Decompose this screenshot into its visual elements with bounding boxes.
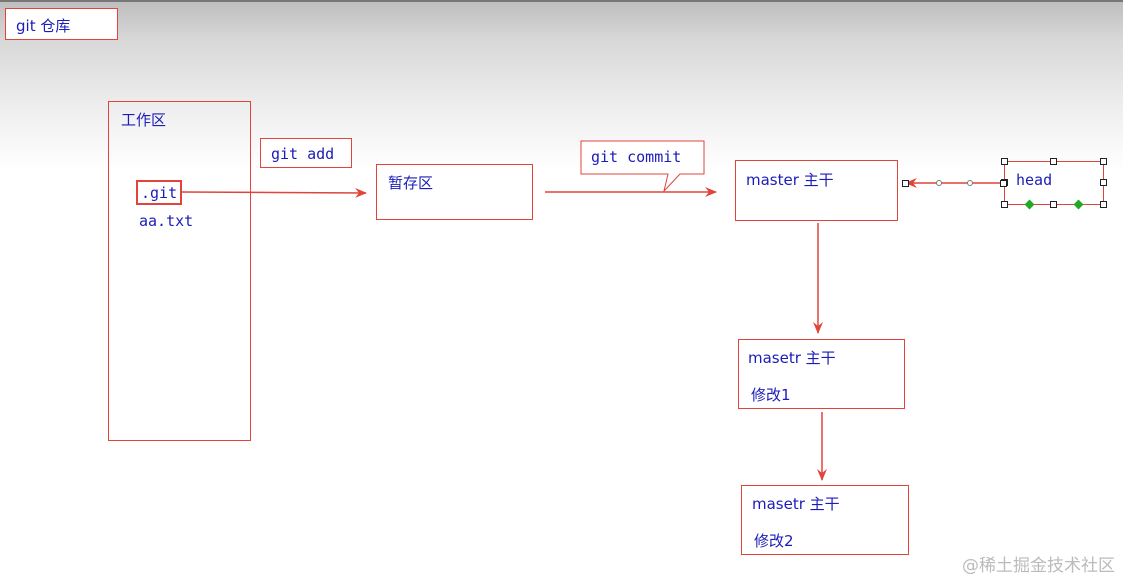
workspace-box: 工作区	[108, 101, 251, 441]
resize-handle-tr[interactable]	[1100, 158, 1107, 165]
git-add-label: git add	[271, 145, 335, 163]
git-folder-box[interactable]: .git	[136, 180, 182, 205]
git-commit-callout	[580, 140, 705, 193]
resize-handle-br[interactable]	[1100, 201, 1107, 208]
arrow-start-handle[interactable]	[1000, 180, 1007, 187]
revision-1-note: 修改1	[751, 386, 791, 404]
git-add-box: git add	[260, 138, 352, 168]
resize-handle-bm[interactable]	[1050, 201, 1057, 208]
staging-box: 暂存区	[376, 164, 533, 220]
resize-handle-tl[interactable]	[1001, 158, 1008, 165]
arrow-git-to-staging	[181, 187, 367, 198]
git-folder-label: .git	[141, 184, 178, 202]
revision-2-box: masetr 主干 修改2	[741, 485, 909, 555]
staging-title: 暂存区	[388, 174, 434, 192]
revision-1-title: masetr 主干	[748, 349, 836, 367]
connector-point	[967, 180, 973, 186]
git-commit-label: git commit	[591, 148, 681, 166]
resize-handle-mr[interactable]	[1100, 179, 1107, 186]
title-label: git 仓库	[16, 17, 71, 35]
arrow-end-handle[interactable]	[902, 180, 909, 187]
connector-point	[936, 180, 942, 186]
revision-2-note: 修改2	[754, 532, 794, 550]
top-edge	[0, 0, 1123, 2]
head-label: head	[1016, 171, 1053, 189]
watermark: @稀土掘金技术社区	[962, 556, 1115, 576]
revision-1-box: masetr 主干 修改1	[738, 339, 905, 409]
title-box: git 仓库	[5, 8, 118, 40]
master-box: master 主干	[735, 160, 898, 221]
resize-handle-bl[interactable]	[1001, 201, 1008, 208]
resize-handle-tm[interactable]	[1050, 158, 1057, 165]
workspace-title: 工作区	[121, 111, 167, 129]
head-box[interactable]: head	[1004, 161, 1104, 205]
master-title: master 主干	[746, 171, 834, 189]
revision-2-title: masetr 主干	[752, 495, 840, 513]
aa-txt-label: aa.txt	[139, 212, 194, 230]
